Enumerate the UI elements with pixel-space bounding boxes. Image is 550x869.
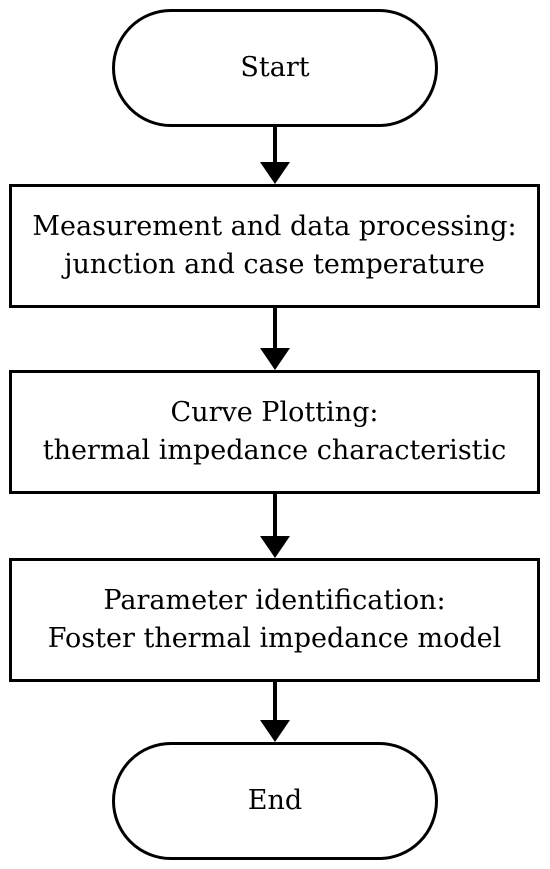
arrow-step1-to-step2: [260, 308, 290, 370]
step-measurement: Measurement and data processing: junctio…: [9, 184, 540, 308]
step-measurement-line2: junction and case temperature: [64, 249, 485, 280]
step-parameter-identification-line1: Parameter identification:: [103, 585, 446, 616]
step-measurement-line1: Measurement and data processing:: [32, 211, 517, 242]
arrow-step3-to-end: [260, 682, 290, 742]
step-parameter-identification: Parameter identification: Foster thermal…: [9, 558, 540, 682]
step-curve-plotting-line2: thermal impedance characteristic: [42, 435, 507, 466]
start-node: Start: [112, 9, 438, 127]
arrow-step2-to-step3: [260, 494, 290, 558]
end-node: End: [112, 742, 438, 860]
end-label: End: [247, 785, 303, 816]
start-label: Start: [240, 52, 310, 83]
step-parameter-identification-line2: Foster thermal impedance model: [47, 623, 502, 654]
step-curve-plotting: Curve Plotting: thermal impedance charac…: [9, 370, 540, 494]
arrow-start-to-step1: [260, 127, 290, 184]
step-curve-plotting-line1: Curve Plotting:: [170, 397, 379, 428]
